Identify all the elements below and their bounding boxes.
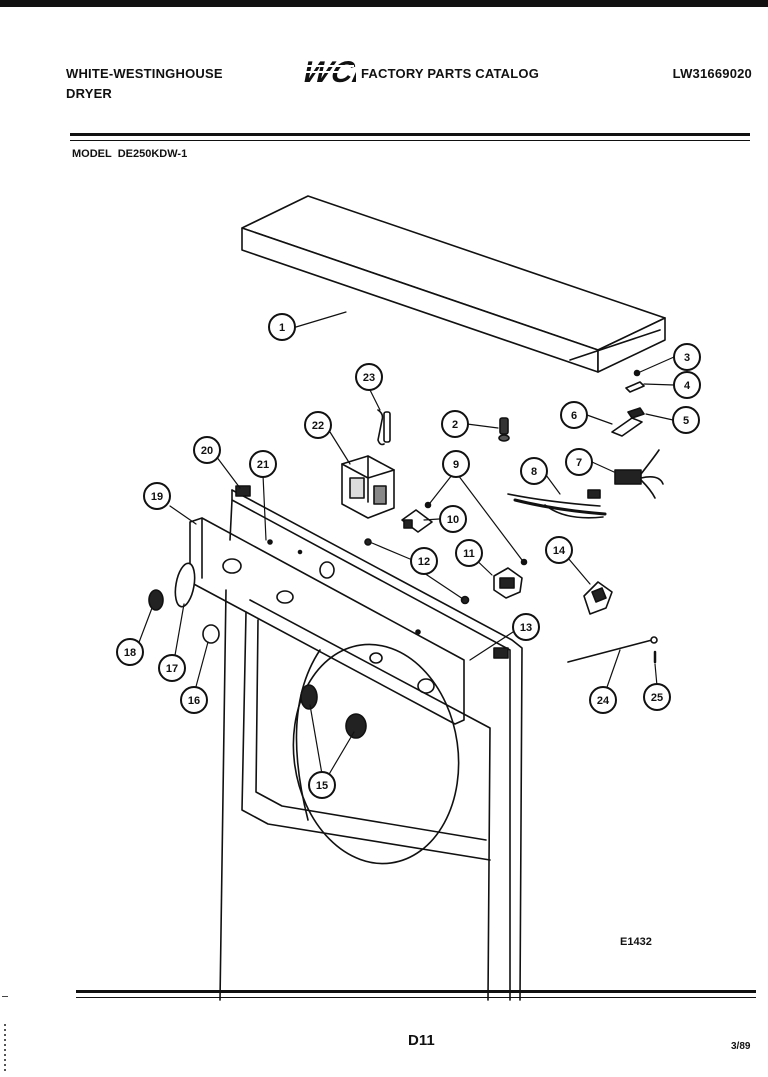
callout-1: 1 bbox=[268, 313, 296, 341]
margin-mark bbox=[4, 1024, 6, 1074]
footer-rule-thin bbox=[76, 997, 756, 998]
svg-text:22: 22 bbox=[312, 420, 324, 432]
svg-text:21: 21 bbox=[257, 459, 269, 471]
terminal-block-part bbox=[614, 449, 664, 499]
leader-lines bbox=[137, 311, 675, 781]
svg-text:3: 3 bbox=[684, 352, 690, 364]
callout-11: 11 bbox=[455, 539, 483, 567]
callout-17: 17 bbox=[158, 654, 186, 682]
callout-4: 4 bbox=[673, 371, 701, 399]
knob-detail-parts bbox=[148, 562, 220, 644]
svg-text:12: 12 bbox=[418, 556, 430, 568]
model-number: DE250KDW-1 bbox=[117, 148, 188, 160]
callout-6: 6 bbox=[560, 401, 588, 429]
drawing-code: E1432 bbox=[620, 936, 652, 948]
margin-mark bbox=[2, 996, 8, 997]
callout-9: 9 bbox=[442, 450, 470, 478]
svg-text:5: 5 bbox=[683, 415, 689, 427]
model-line: MODEL DE250KDW-1 bbox=[72, 148, 193, 160]
lead-wire-part bbox=[377, 409, 391, 446]
svg-text:17: 17 bbox=[166, 663, 178, 675]
top-panel-part bbox=[241, 195, 666, 373]
svg-text:6: 6 bbox=[571, 410, 577, 422]
product-type: DRYER bbox=[66, 86, 113, 101]
screw-part bbox=[424, 501, 528, 566]
callout-23: 23 bbox=[355, 363, 383, 391]
callout-7: 7 bbox=[565, 448, 593, 476]
hinge-pin-part bbox=[498, 417, 510, 442]
svg-text:2: 2 bbox=[452, 419, 458, 431]
footer-rule-thick bbox=[76, 990, 756, 993]
brand-name: WHITE-WESTINGHOUSE bbox=[66, 66, 223, 81]
switch-part bbox=[401, 509, 433, 533]
callout-12: 12 bbox=[410, 547, 438, 575]
front-panel-part bbox=[219, 485, 523, 1001]
svg-text:25: 25 bbox=[651, 692, 663, 704]
callout-22: 22 bbox=[304, 411, 332, 439]
callout-8: 8 bbox=[520, 457, 548, 485]
callout-10: 10 bbox=[439, 505, 467, 533]
rod-part bbox=[567, 636, 658, 664]
svg-text:23: 23 bbox=[363, 372, 375, 384]
svg-text:WCI: WCI bbox=[299, 55, 356, 86]
svg-text:4: 4 bbox=[684, 380, 691, 392]
wire-harness-part bbox=[507, 489, 607, 519]
svg-text:18: 18 bbox=[124, 647, 136, 659]
svg-text:24: 24 bbox=[597, 695, 610, 707]
svg-text:9: 9 bbox=[453, 459, 459, 471]
header-rule-thin bbox=[70, 140, 750, 141]
svg-text:19: 19 bbox=[151, 491, 163, 503]
page-number: D11 bbox=[408, 1032, 435, 1049]
wci-logo: WCI bbox=[298, 55, 356, 86]
revision-date: 3/89 bbox=[731, 1041, 751, 1052]
svg-text:20: 20 bbox=[201, 445, 213, 457]
svg-text:10: 10 bbox=[447, 514, 459, 526]
svg-text:13: 13 bbox=[520, 622, 532, 634]
svg-text:8: 8 bbox=[531, 466, 537, 478]
header-rule-thick bbox=[70, 133, 750, 136]
small-screw-parts bbox=[364, 538, 470, 605]
svg-text:14: 14 bbox=[553, 545, 566, 557]
callout-25: 25 bbox=[643, 683, 671, 711]
callout-19: 19 bbox=[143, 482, 171, 510]
model-label: MODEL bbox=[72, 148, 112, 160]
callout-5: 5 bbox=[672, 406, 700, 434]
top-border bbox=[0, 0, 768, 7]
callout-20: 20 bbox=[193, 436, 221, 464]
bracket-part bbox=[583, 581, 613, 615]
callout-16: 16 bbox=[180, 686, 208, 714]
clip-parts bbox=[611, 369, 645, 437]
catalog-title: FACTORY PARTS CATALOG bbox=[361, 66, 540, 81]
callout-18: 18 bbox=[116, 638, 144, 666]
knob-parts bbox=[300, 684, 367, 739]
timer-part bbox=[341, 455, 395, 519]
callout-14: 14 bbox=[545, 536, 573, 564]
svg-text:1: 1 bbox=[279, 322, 285, 334]
svg-text:16: 16 bbox=[188, 695, 200, 707]
callout-2: 2 bbox=[441, 410, 469, 438]
callout-labels: 1 2 3 4 5 6 7 8 9 10 11 12 13 14 15 16 1… bbox=[116, 313, 701, 799]
svg-text:11: 11 bbox=[463, 548, 475, 560]
callout-21: 21 bbox=[249, 450, 277, 478]
door-switch-part bbox=[493, 567, 523, 599]
catalog-number: LW31669020 bbox=[672, 66, 752, 81]
callout-13: 13 bbox=[512, 613, 540, 641]
callout-15: 15 bbox=[308, 771, 336, 799]
callout-3: 3 bbox=[673, 343, 701, 371]
svg-text:7: 7 bbox=[576, 457, 582, 469]
svg-text:15: 15 bbox=[316, 780, 328, 792]
callout-24: 24 bbox=[589, 686, 617, 714]
